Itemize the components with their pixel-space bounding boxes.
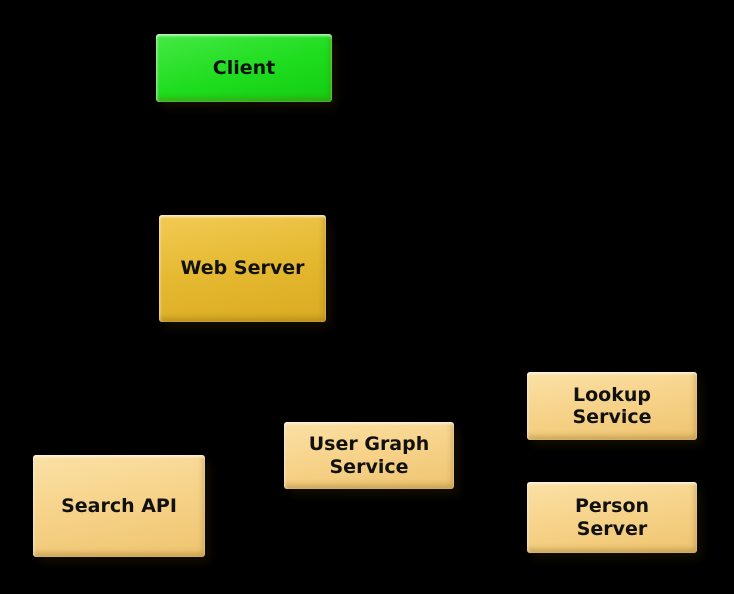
node-person-server-label-line1: Person xyxy=(574,495,650,518)
node-user-graph-service-label-line1: User Graph xyxy=(308,433,430,456)
node-lookup-service-label-line1: Lookup xyxy=(573,383,651,406)
node-web-server[interactable]: Web Server xyxy=(159,215,326,322)
node-client-label: Client xyxy=(212,56,276,79)
node-lookup-service-label-line2: Service xyxy=(572,406,652,428)
node-person-server[interactable]: Person Server xyxy=(527,482,697,553)
node-search-api-label: Search API xyxy=(61,494,177,517)
node-user-graph-service[interactable]: User Graph Service xyxy=(284,422,454,489)
node-person-server-label-line2: Server xyxy=(576,517,648,540)
node-lookup-service[interactable]: Lookup Service xyxy=(527,372,697,440)
node-web-server-label: Web Server xyxy=(180,257,305,280)
node-user-graph-service-label-line2: Service xyxy=(329,455,409,478)
node-search-api[interactable]: Search API xyxy=(33,455,205,557)
node-client[interactable]: Client xyxy=(156,34,332,102)
